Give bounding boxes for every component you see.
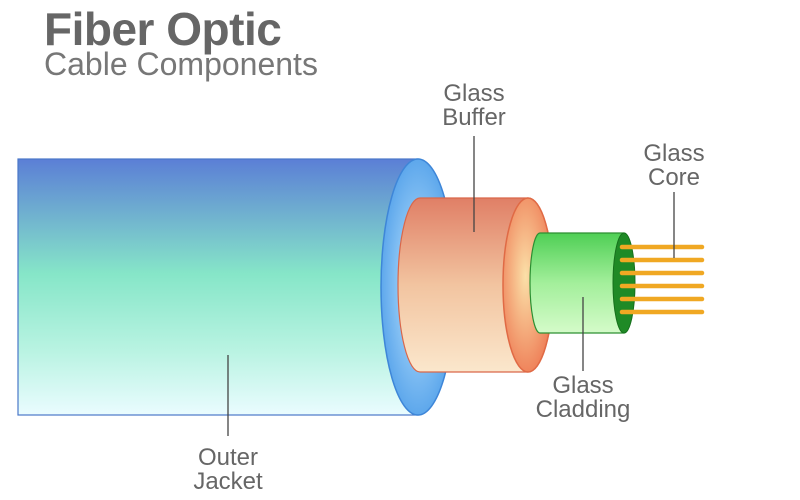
- label-glass-cladding: Glass Cladding: [523, 374, 643, 422]
- label-glass-buffer-line1: Glass: [443, 80, 505, 107]
- subtitle: Cable Components: [44, 46, 318, 82]
- label-outer-jacket-line1: Outer: [197, 444, 259, 471]
- label-glass-core: Glass Core: [624, 142, 724, 190]
- title: Fiber Optic: [44, 3, 282, 55]
- label-glass-buffer: Glass Buffer: [424, 82, 524, 130]
- label-glass-cladding-line1: Glass: [552, 372, 614, 399]
- label-glass-cladding-line2: Cladding: [535, 396, 631, 423]
- outer-jacket: [17, 158, 456, 416]
- glass-core-fibers: [619, 244, 705, 315]
- label-outer-jacket: Outer Jacket: [178, 446, 278, 494]
- label-glass-core-line1: Glass: [643, 140, 705, 167]
- label-glass-core-line2: Core: [647, 164, 701, 191]
- label-glass-buffer-line2: Buffer: [442, 104, 506, 131]
- label-outer-jacket-line2: Jacket: [193, 468, 263, 495]
